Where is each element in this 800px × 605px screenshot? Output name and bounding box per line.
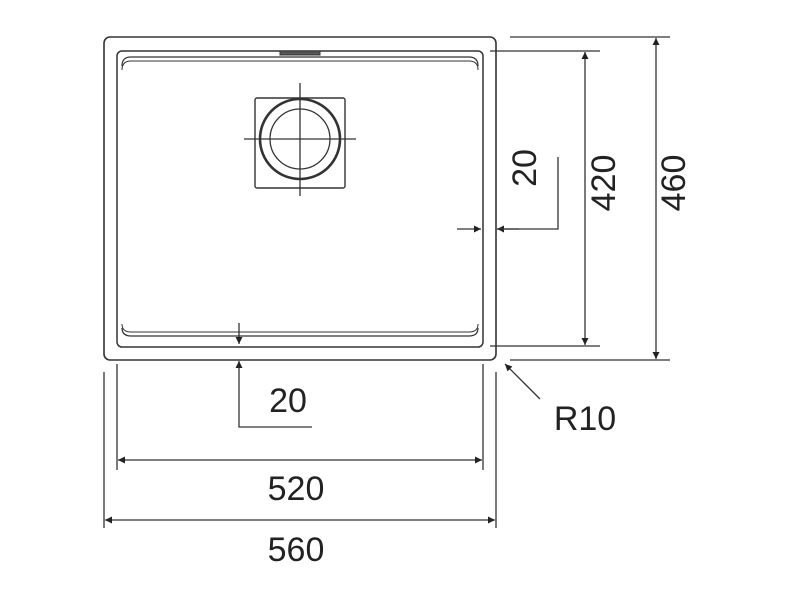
overflow-slot [279,50,321,56]
sink-outer-rim [103,36,497,361]
dim-inner-width: 520 [268,470,325,508]
dim-side-rim: 20 [506,149,544,187]
dim-side-rim-leader [457,157,559,233]
extension-lines-right [490,36,670,361]
dim-bottom-rim-leader [235,323,312,428]
radius-leader [504,363,541,400]
extension-lines-bottom [103,364,497,528]
dim-corner-radius: R10 [554,400,616,438]
drain [244,83,356,196]
dim-outer-height: 460 [655,155,693,212]
dim-bottom-rim: 20 [269,382,307,420]
dim-inner-height: 420 [585,155,623,212]
dim-outer-width: 560 [268,531,325,569]
